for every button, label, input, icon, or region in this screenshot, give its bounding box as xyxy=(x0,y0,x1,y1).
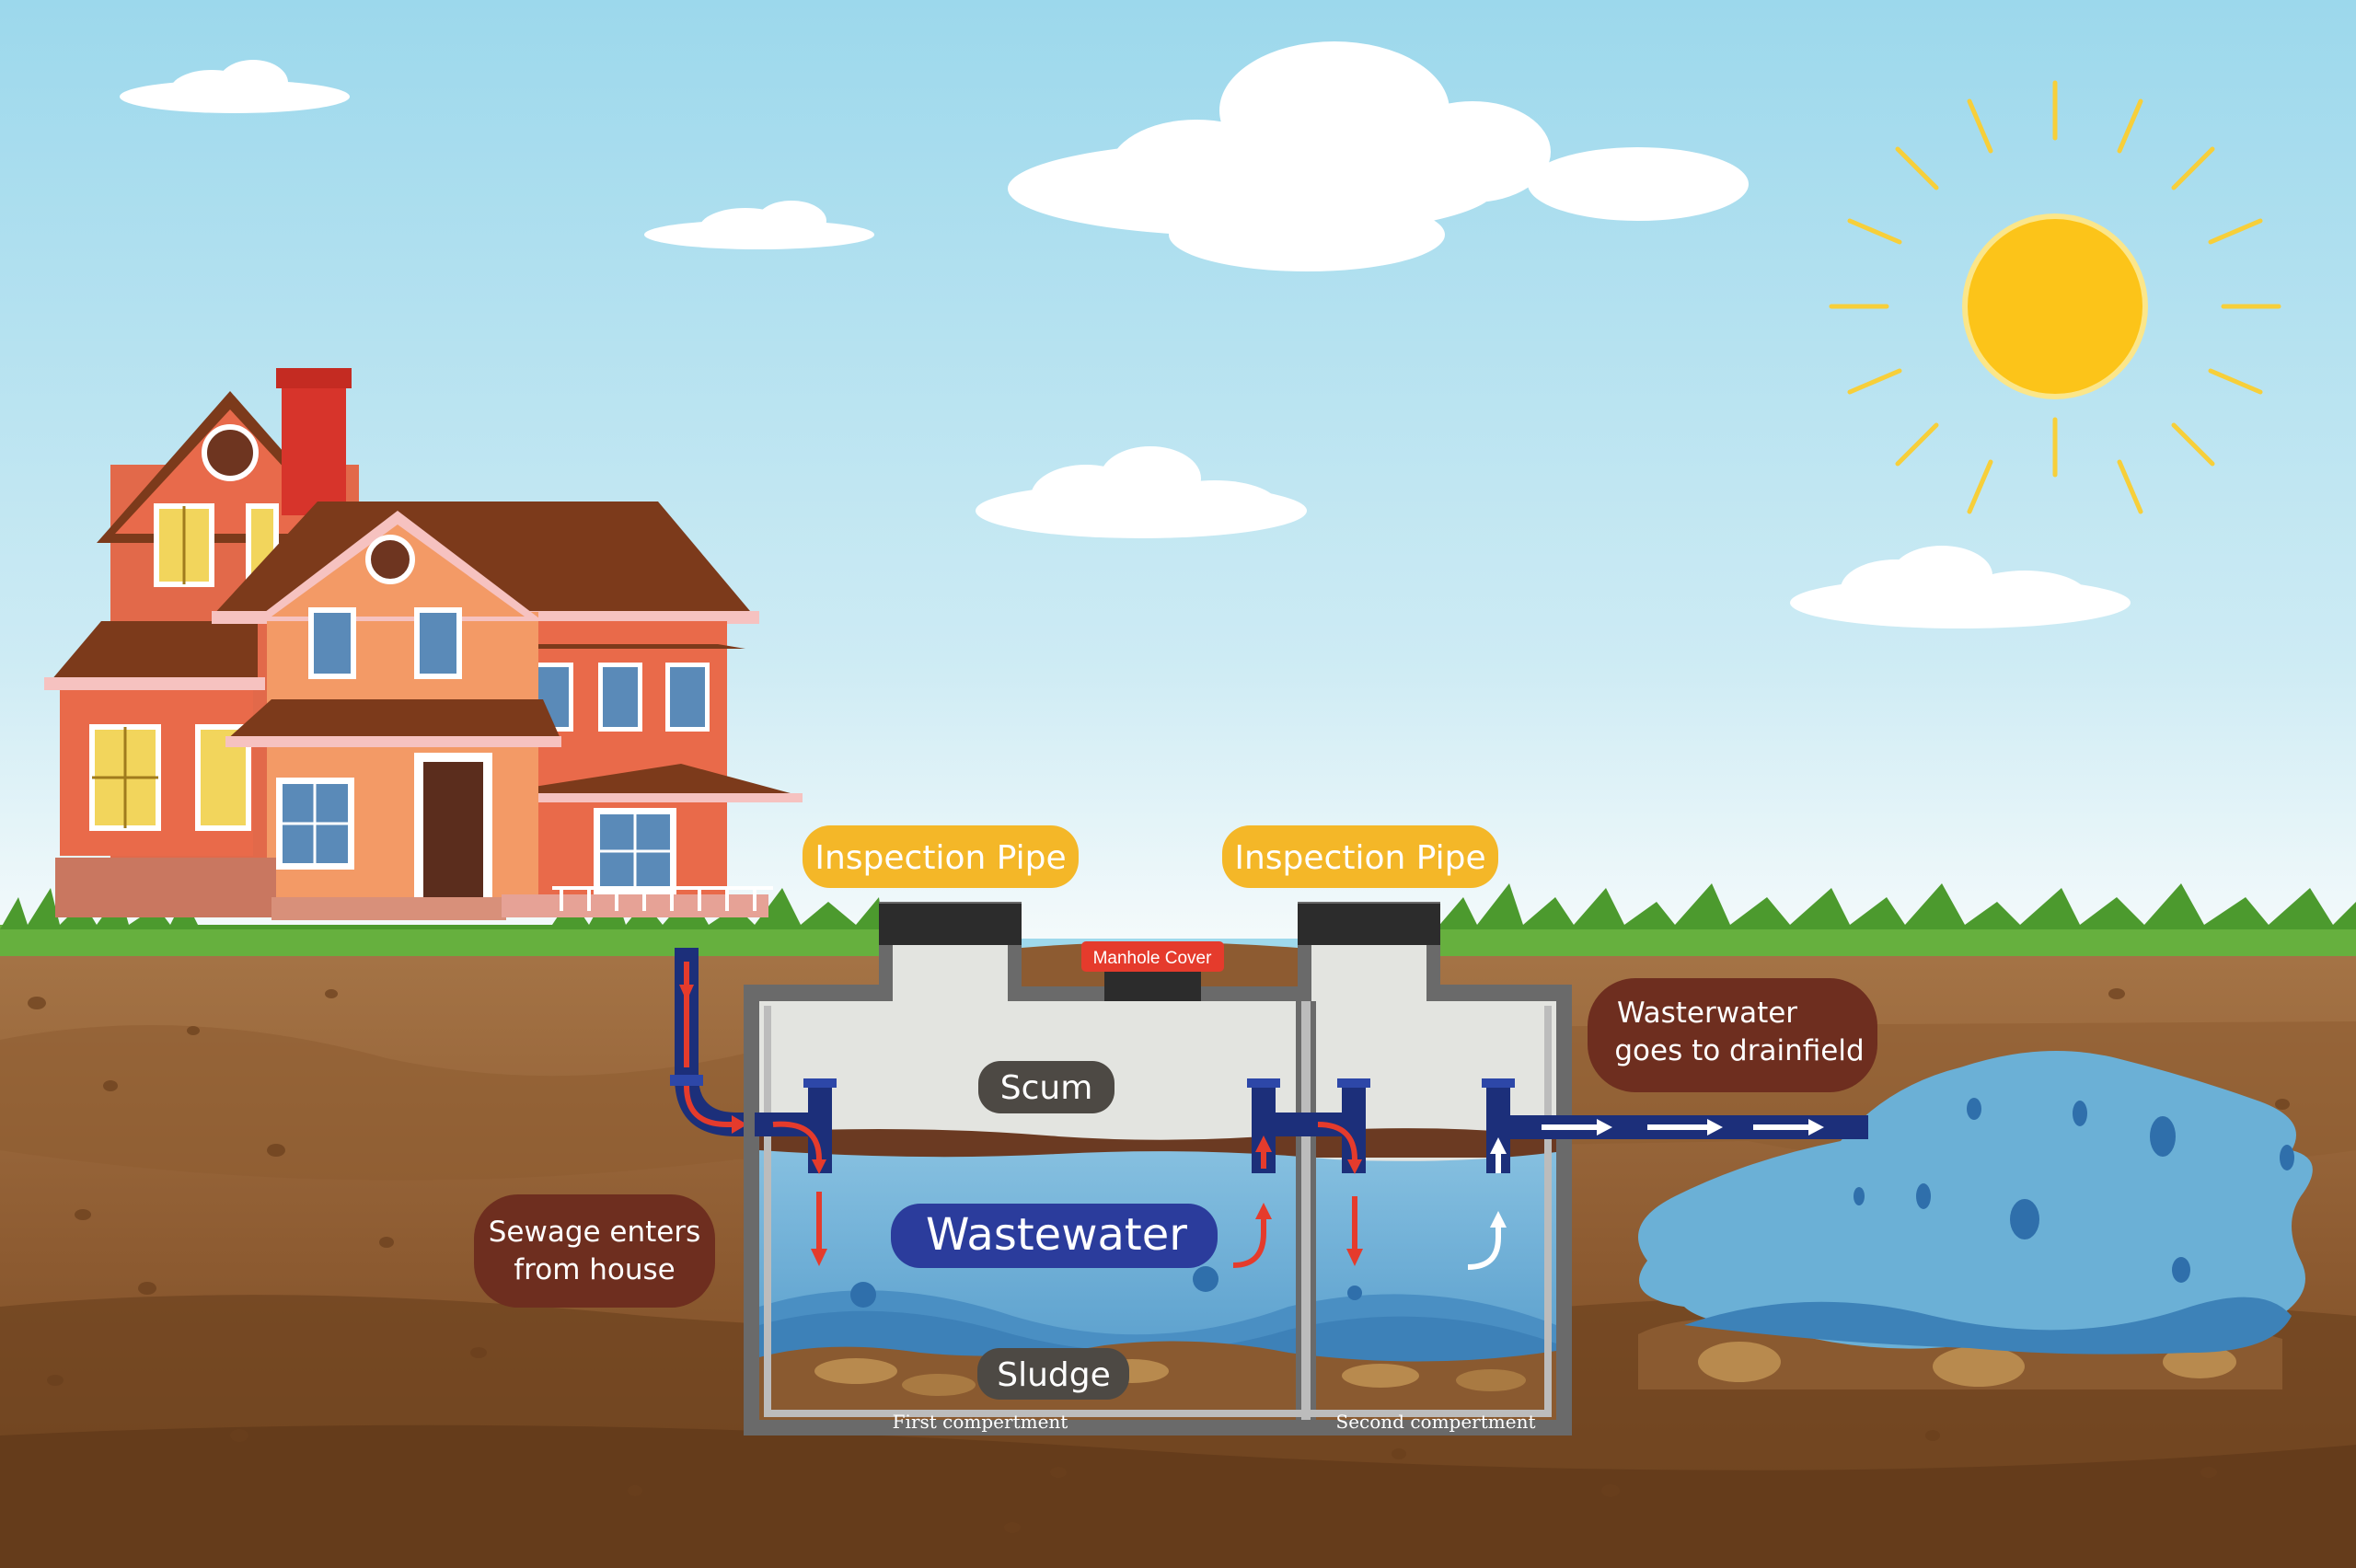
manhole-cover-label: Manhole Cover xyxy=(1081,941,1224,972)
arrow-icon xyxy=(732,1115,747,1134)
cloud-icon xyxy=(1008,41,1749,271)
sewage-line1: Sewage enters xyxy=(489,1216,701,1249)
inspection-pipe-right-text: Inspection Pipe xyxy=(1234,839,1485,877)
scum-label: Scum xyxy=(978,1061,1114,1113)
scum-text: Scum xyxy=(1000,1069,1093,1107)
sludge-label: Sludge xyxy=(977,1348,1129,1400)
arrow-icon xyxy=(1490,1211,1507,1228)
arrow-icon xyxy=(1346,1249,1363,1266)
arrow-icon xyxy=(1707,1119,1723,1136)
cloud-icon xyxy=(644,201,874,249)
soil-layer-bottom xyxy=(0,1424,2356,1568)
arrow-icon xyxy=(1255,1203,1272,1219)
arrow-icon xyxy=(811,1249,827,1266)
drainfield-line2: goes to drainfield xyxy=(1614,1034,1864,1067)
arrow-icon xyxy=(1255,1136,1272,1152)
drainfield-label: Wasterwater goes to drainfield xyxy=(1588,978,1877,1092)
sewage-line2: from house xyxy=(514,1253,675,1286)
second-compartment-label: Second compertment xyxy=(1336,1411,1536,1433)
wastewater-label: Wastewater xyxy=(891,1204,1218,1268)
wastewater-text: Wastewater xyxy=(926,1209,1187,1261)
cloud-icon xyxy=(120,60,350,113)
arrow-icon xyxy=(1597,1119,1612,1136)
arrow-icon xyxy=(1490,1137,1507,1154)
manhole-cover-text: Manhole Cover xyxy=(1093,949,1213,968)
arrow-icon xyxy=(1347,1159,1362,1174)
arrow-icon xyxy=(1808,1119,1824,1136)
drainfield xyxy=(1509,1051,2313,1389)
inspection-pipe-left-text: Inspection Pipe xyxy=(814,839,1066,877)
cloud-icon xyxy=(1790,546,2131,628)
house-icon xyxy=(44,368,803,920)
sun-icon xyxy=(1829,80,2281,514)
arrow-icon xyxy=(812,1159,826,1174)
baffle-pipes xyxy=(755,1078,1515,1270)
sludge-text: Sludge xyxy=(997,1356,1111,1394)
inlet-pipe xyxy=(670,948,755,1136)
grass xyxy=(0,883,2356,956)
first-compartment-label: First compertment xyxy=(893,1411,1068,1433)
cloud-icon xyxy=(976,446,1307,538)
drainfield-line1: Wasterwater xyxy=(1617,997,1797,1030)
sewage-enters-label: Sewage enters from house xyxy=(474,1194,715,1308)
inspection-pipe-label-right: Inspection Pipe xyxy=(1222,825,1498,888)
arrow-icon xyxy=(679,985,694,1001)
inspection-pipe-label-left: Inspection Pipe xyxy=(803,825,1079,888)
